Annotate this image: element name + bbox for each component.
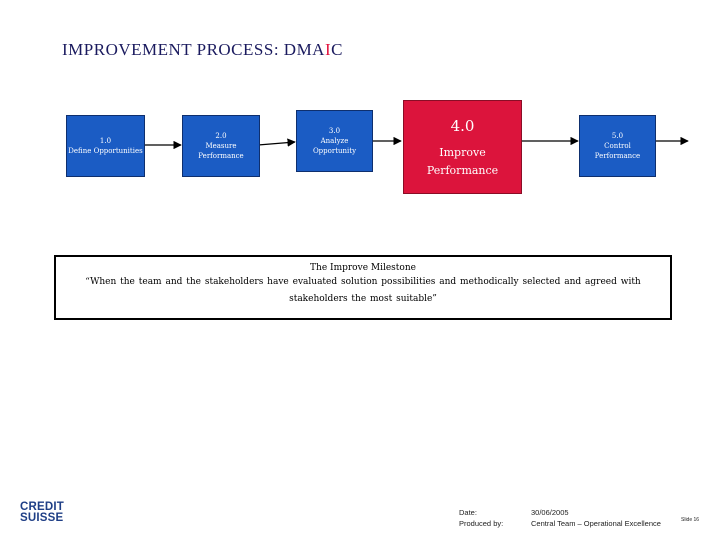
milestone-quote: “When the team and the stakeholders have… <box>85 277 641 305</box>
step-control-number: 5.0 <box>611 131 624 140</box>
title-highlight: I <box>324 40 332 59</box>
title-suffix: C <box>331 40 343 59</box>
step-improve-number: 4.0 <box>450 117 475 136</box>
footer-produced-value: Central Team – Operational Excellence <box>531 519 661 528</box>
page-title: IMPROVEMENT PROCESS: DMAIC <box>62 40 343 60</box>
footer-produced-label: Produced by: <box>459 519 504 528</box>
footer-date-value: 30/06/2005 <box>531 508 569 517</box>
step-define-label: Define Opportunities <box>68 147 143 155</box>
arrow-2-3 <box>257 138 296 147</box>
step-measure-number: 2.0 <box>215 131 227 140</box>
milestone-title: The Improve Milestone <box>310 263 416 273</box>
step-define-number: 1.0 <box>99 136 112 145</box>
title-prefix: IMPROVEMENT PROCESS: DMA <box>62 40 325 59</box>
step-analyze-label: Analyze Opportunity <box>312 136 357 156</box>
footer-labels: Date: Produced by: <box>459 507 503 529</box>
milestone-box: The Improve Milestone “When the team and… <box>54 255 672 320</box>
step-control[interactable]: 5.0 Control Performance <box>579 115 656 177</box>
step-analyze-number: 3.0 <box>328 126 341 135</box>
slide-number: Slide 16 <box>681 517 700 523</box>
logo-line-1: CREDIT <box>20 501 65 513</box>
step-measure-label: Measure Performance <box>198 141 244 161</box>
step-analyze[interactable]: 3.0 Analyze Opportunity <box>296 110 373 172</box>
step-improve[interactable]: 4.0 Improve Performance <box>403 100 522 194</box>
credit-suisse-logo: CREDIT SUISSE <box>20 501 65 524</box>
logo-line-2: SUISSE <box>20 512 64 524</box>
footer-date-label: Date: <box>459 508 477 517</box>
step-control-label: Control Performance <box>594 141 641 161</box>
step-measure[interactable]: 2.0 Measure Performance <box>182 115 260 177</box>
step-define[interactable]: 1.0 Define Opportunities <box>66 115 145 177</box>
footer-values: 30/06/2005 Central Team – Operational Ex… <box>531 507 661 529</box>
step-improve-label: Improve Performance <box>426 146 499 177</box>
